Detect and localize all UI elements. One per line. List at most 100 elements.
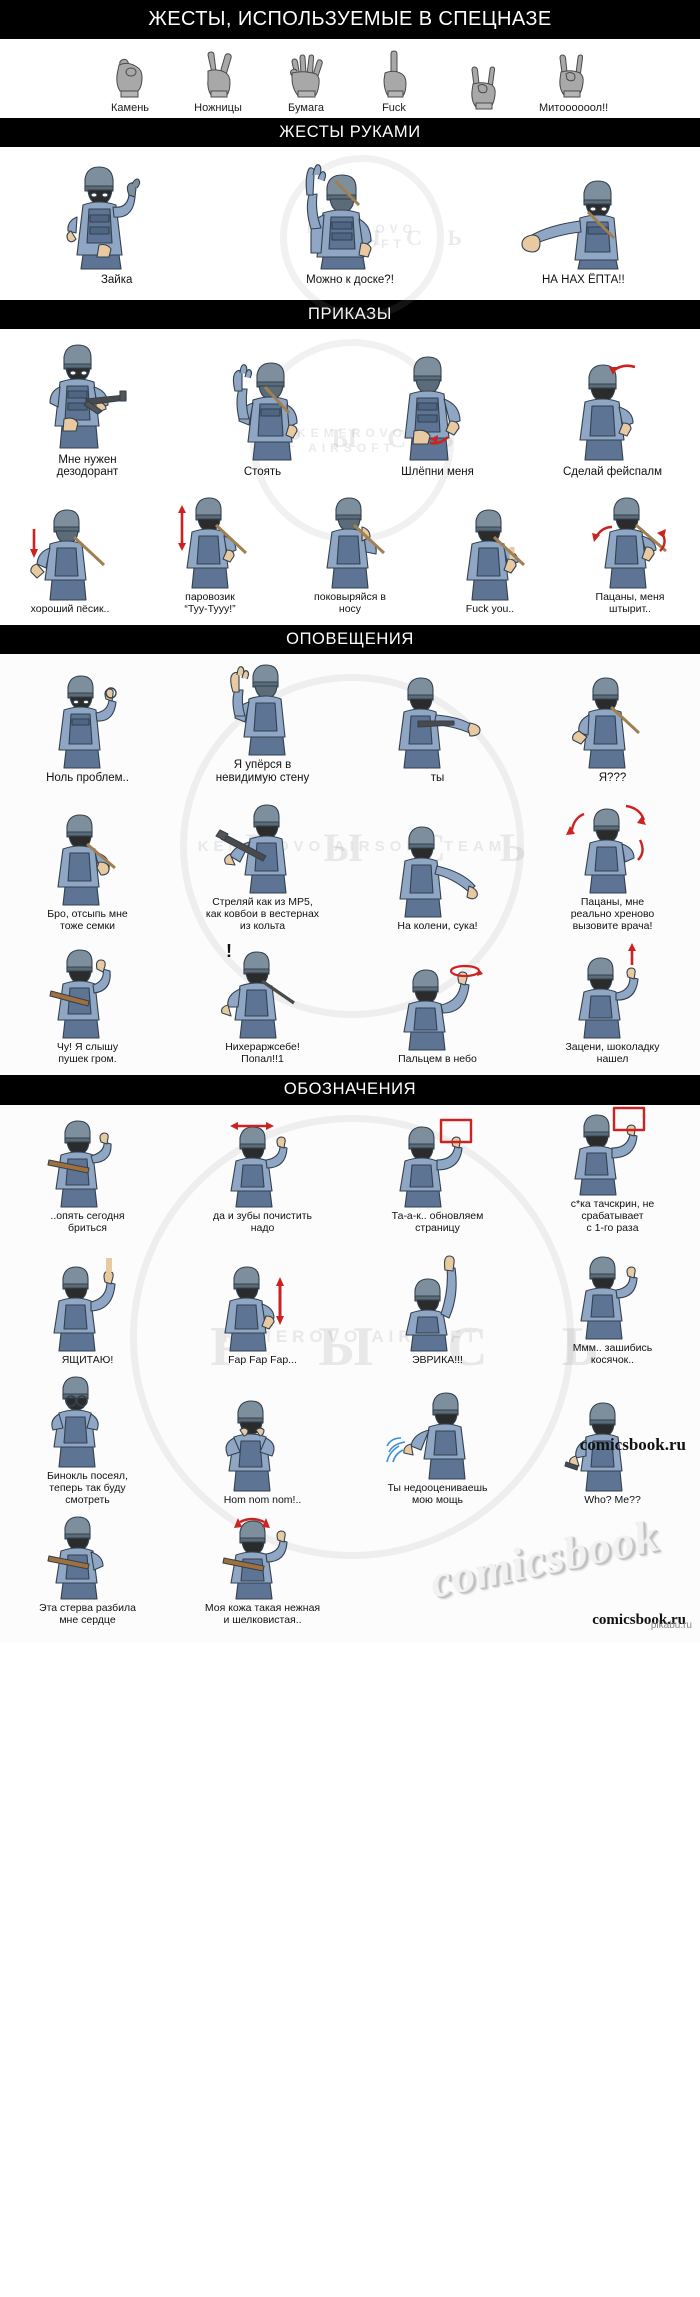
panel-cell: ..опять сегодня бриться [0, 1111, 175, 1239]
soldier-eureka-finger [354, 1252, 521, 1352]
panel-cell: Чу! Я слышу пушек гром. [0, 936, 175, 1069]
panel-cell-empty [350, 1511, 525, 1631]
svg-text:!: ! [226, 941, 232, 961]
soldier-gun-sideways [179, 794, 346, 894]
glyph-cell-horns-2: Митоооооол!! [539, 51, 609, 114]
panel-caption: Fuck you.. [465, 602, 515, 615]
panel-cell: Стреляй как из МР5, как ковбои в вестерн… [175, 788, 350, 936]
glyph-label-rock: Камень [110, 102, 149, 114]
panel-cell: На колени, сука! [350, 788, 525, 936]
section-body-alerts: KEMEROVO AIRSOFT TEAM Р Ы С Ь [0, 654, 700, 1076]
panel-caption: Та-а-к.. обновляем страницу [391, 1210, 484, 1234]
panel-row: Бинокль посеял, теперь так буду смотреть [0, 1371, 700, 1511]
panel-caption: Пацаны, меня штырит.. [595, 590, 665, 615]
infographic-page: ЖЕСТЫ, ИСПОЛЬЗУЕМЫЕ В СПЕЦНАЗЕ Камень [0, 0, 700, 1631]
panel-caption: Зацени, шоколадку нашел [565, 1040, 660, 1065]
horns-hand-icon [451, 63, 513, 111]
page-title: ЖЕСТЫ, ИСПОЛЬЗУЕМЫЕ В СПЕЦНАЗЕ [0, 0, 700, 39]
panel-cell: Та-а-к.. обновляем страницу [350, 1111, 525, 1239]
soldier-chocolate-arrow-up [529, 942, 696, 1039]
panel-row: Чу! Я слышу пушек гром. [0, 936, 700, 1069]
victory-two-fingers-icon [187, 51, 249, 99]
section-header-gestures: ЖЕСТЫ РУКАМИ [0, 118, 700, 148]
soldier-pet-dog-arrow-down [4, 501, 136, 601]
panel-row: Мне нужен дезодорант [0, 335, 700, 483]
horns-hand-icon-2 [539, 51, 601, 99]
panel-cell: Стоять [175, 335, 350, 483]
panel-caption: Who? Me?? [584, 1493, 641, 1506]
panel-caption: ты [430, 771, 445, 784]
panel-cell: НА НАХ ЁПТА!! [467, 153, 700, 291]
glyph-label-scissors: Ножницы [194, 102, 242, 114]
section-header-alerts: ОПОВЕЩЕНИЯ [0, 625, 700, 655]
open-palm-icon [275, 51, 337, 99]
soldier-train-arrows [144, 489, 276, 589]
panel-cell: Я упёрся в невидимую стену [175, 660, 350, 788]
soldier-seeds-hand [4, 806, 171, 906]
panel-caption: с*ка тачскрин, не срабатывает с 1-го раз… [570, 1198, 655, 1234]
soldier-touchscreen-box [529, 1102, 696, 1196]
panel-row: Зайка [0, 153, 700, 291]
panel-caption: Стоять [243, 466, 282, 479]
soldier-punch-forward [471, 159, 696, 271]
soldier-point-down [354, 818, 521, 918]
panel-cell: Зацени, шоколадку нашел [525, 936, 700, 1069]
panel-cell: Fap Fap Fap... [175, 1239, 350, 1371]
glyph-cell-horns-1 [451, 63, 513, 114]
panel-cell: Fuck you.. [420, 483, 560, 619]
soldier-soft-skin-arrow [179, 1512, 346, 1600]
panel-cell: Зайка [0, 153, 233, 291]
soldier-binoculars [4, 1368, 171, 1468]
soldier-force-lightning [354, 1380, 521, 1480]
panel-caption: Я??? [598, 771, 627, 784]
glyph-cell-rock: Камень [99, 51, 161, 114]
panel-caption: Ноль проблем.. [46, 771, 129, 784]
panel-caption: Можно к доске?! [306, 274, 394, 287]
panel-cell: Ммм.. зашибись косячок.. [525, 1239, 700, 1371]
panel-caption: Моя кожа такая нежная и шелковистая.. [204, 1602, 321, 1626]
panel-cell: поковыряйся в носу [280, 483, 420, 619]
panel-caption: Мне нужен дезодорант [56, 453, 119, 479]
panel-cell: Бинокль посеял, теперь так буду смотреть [0, 1371, 175, 1511]
soldier-exclaim: ! [179, 941, 346, 1039]
panel-cell: Мне нужен дезодорант [0, 335, 175, 483]
panel-caption: НА НАХ ЁПТА!! [541, 274, 625, 287]
panel-caption: Я упёрся в невидимую стену [215, 758, 310, 784]
soldier-finger-up-box [4, 1252, 171, 1352]
panel-caption: паровозик “Туу-Тууу!” [184, 590, 236, 615]
comicsbook-watermark-small: comicsbook.ru [592, 1611, 686, 1628]
soldier-broken-heart [4, 1512, 171, 1600]
section-header-designations: ОБОЗНАЧЕНИЯ [0, 1075, 700, 1105]
glyph-cell-paper: Бумага [275, 51, 337, 114]
panel-caption: Пальцем в небо [398, 1052, 477, 1065]
glyph-label-paper: Бумага [288, 102, 324, 114]
soldier-point-gun-forward [354, 669, 521, 769]
panel-cell: Пальцем в небо [350, 936, 525, 1069]
panel-cell: Hom nom nom!.. [175, 1371, 350, 1511]
panel-caption: Пацаны, мне реально хреново вызовите вра… [570, 896, 655, 932]
panel-cell: Бро, отсыпь мне тоже семки [0, 788, 175, 936]
panel-caption: Нихераржсебе! Попал!!1 [225, 1040, 300, 1065]
middle-finger-icon [363, 50, 425, 99]
soldier-middle-finger [424, 501, 556, 601]
panel-cell: Шлёпни меня [350, 335, 525, 483]
glyph-label-horns-2: Митоооооол!! [539, 102, 609, 114]
panel-caption: да и зубы почистить надо [212, 1210, 313, 1234]
soldier-brush-teeth-arrows [179, 1114, 346, 1208]
panel-cell: Сделай фейспалм [525, 335, 700, 483]
panel-row: Эта стерва разбила мне сердце [0, 1511, 700, 1631]
soldier-point-sky-circle [354, 955, 521, 1051]
hand-glyph-strip-section: Камень Ножницы [0, 39, 700, 118]
panel-cell: ЯЩИТАЮ! [0, 1239, 175, 1371]
panel-cell: Пацаны, меня штырит.. [560, 483, 700, 619]
soldier-shrug-hand [529, 669, 696, 769]
soldier-who-me-pistol [529, 1392, 696, 1492]
panel-caption: Hom nom nom!.. [223, 1493, 302, 1506]
soldier-slap-butt [354, 353, 521, 463]
pikabu-watermark: pikabu.ru [650, 1619, 692, 1631]
panel-row: Ноль проблем.. [0, 660, 700, 788]
section-body-orders: KEMEROVO AIRSOFT Р Ы С Ь [0, 329, 700, 626]
panel-caption: Чу! Я слышу пушек гром. [56, 1040, 119, 1065]
soldier-ok-gesture [4, 159, 229, 271]
panel-caption: Сделай фейспалм [562, 466, 663, 479]
